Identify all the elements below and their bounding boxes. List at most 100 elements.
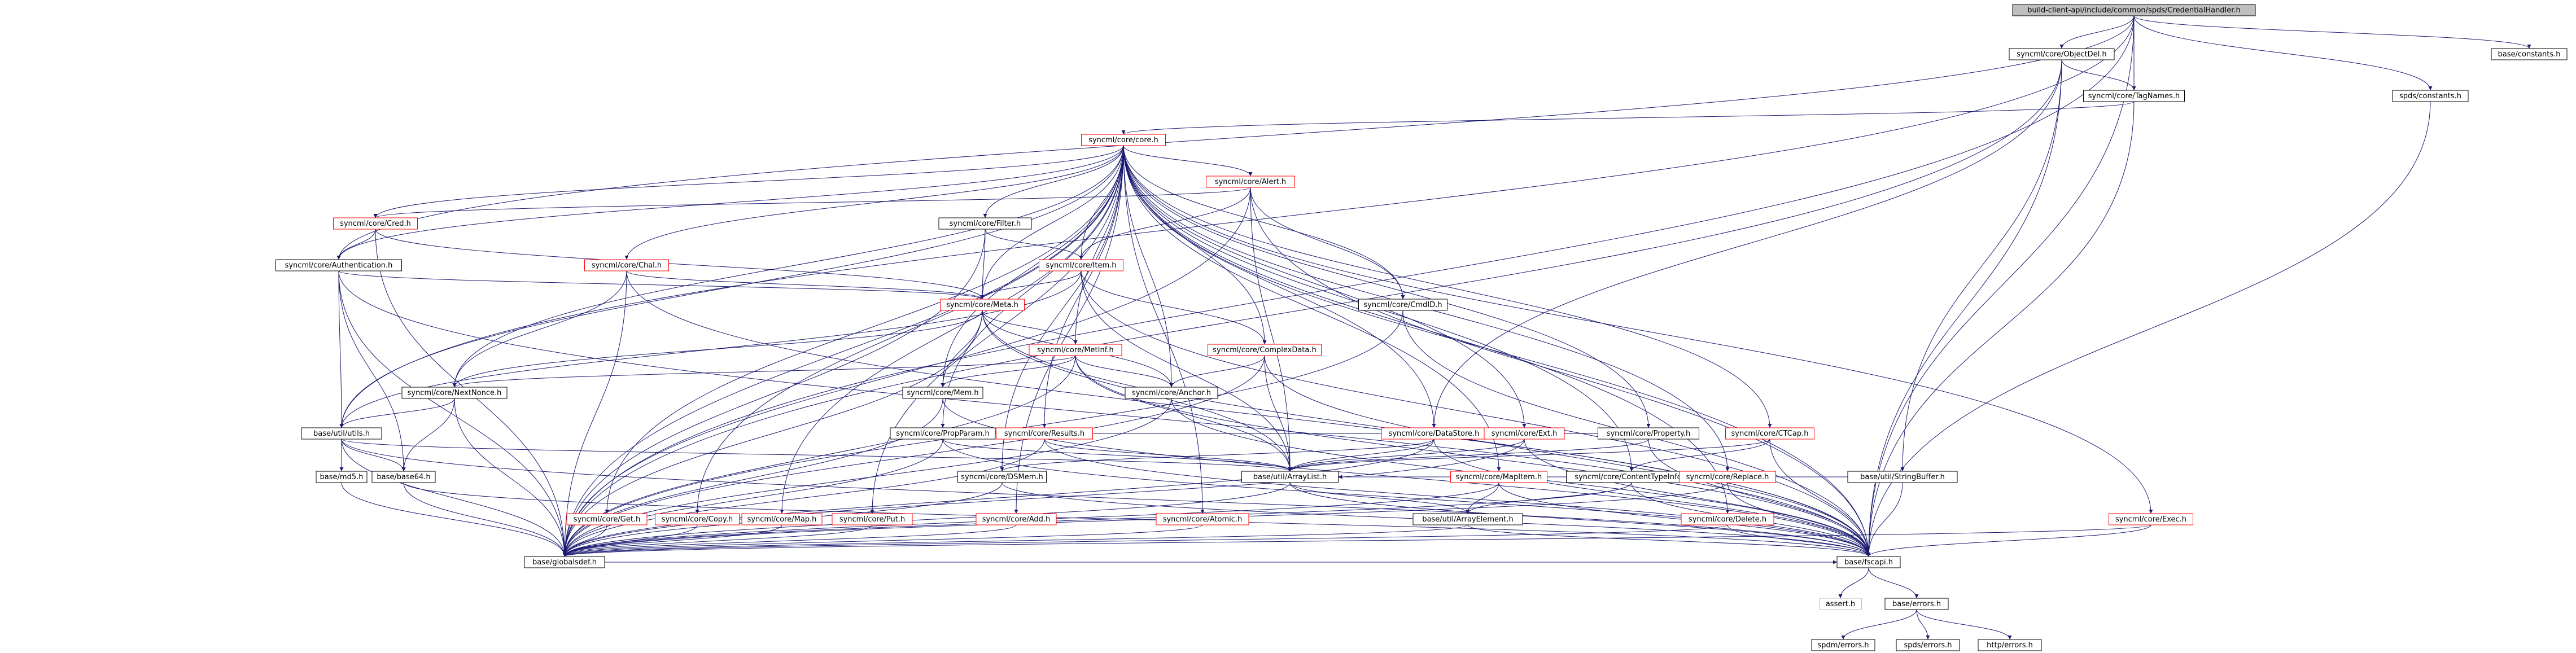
edge-filter-to-globaldef <box>562 229 986 557</box>
edge-objectdef-to-fscapi <box>1866 59 2062 557</box>
node-metinf[interactable]: syncml/core/MetInf.h <box>1029 344 1122 356</box>
node-spdsconstants[interactable]: spds/constants.h <box>2392 90 2469 102</box>
node-replace[interactable]: syncml/core/Replace.h <box>1679 471 1776 483</box>
node-box-get <box>566 513 648 525</box>
edge-core-to-datastore <box>1123 145 1436 428</box>
edge-item-to-arraylist <box>1081 270 1292 472</box>
edge-propparam-to-arraylist <box>942 439 1292 472</box>
node-datastore[interactable]: syncml/core/DataStore.h <box>1381 427 1487 440</box>
node-map[interactable]: syncml/core/Map.h <box>741 513 823 525</box>
node-objectdef[interactable]: syncml/core/ObjectDel.h <box>2009 48 2115 60</box>
node-box-objectdef <box>2009 48 2115 60</box>
edge-nextnonce-to-globaldef <box>454 398 567 557</box>
node-label-spdserrors: spds/errors.h <box>1904 641 1952 650</box>
node-box-ext <box>1484 427 1565 440</box>
node-contenttypeinfo[interactable]: syncml/core/ContentTypeInfo.h <box>1566 471 1697 483</box>
node-baseerrors[interactable]: base/errors.h <box>1884 598 1949 610</box>
node-label-contenttypeinfo: syncml/core/ContentTypeInfo.h <box>1575 473 1688 481</box>
node-label-ext: syncml/core/Ext.h <box>1492 430 1557 438</box>
node-put[interactable]: syncml/core/Put.h <box>832 513 913 525</box>
node-label-tagnames: syncml/core/TagNames.h <box>2088 92 2180 100</box>
node-property[interactable]: syncml/core/Property.h <box>1598 427 1699 440</box>
node-add[interactable]: syncml/core/Add.h <box>976 513 1057 525</box>
edge-root-to-fscapi <box>1866 15 2135 557</box>
node-cmdid[interactable]: syncml/core/CmdID.h <box>1358 299 1447 311</box>
node-propparam[interactable]: syncml/core/PropParam.h <box>890 427 996 440</box>
node-arrayelement[interactable]: base/util/ArrayElement.h <box>1412 513 1523 525</box>
node-ext[interactable]: syncml/core/Ext.h <box>1484 427 1565 440</box>
node-box-map <box>741 513 823 525</box>
node-anchor[interactable]: syncml/core/Anchor.h <box>1125 387 1218 399</box>
node-box-add <box>976 513 1057 525</box>
node-filter[interactable]: syncml/core/Filter.h <box>938 217 1032 230</box>
edge-results-to-arraylist <box>1044 439 1292 472</box>
node-spdserrors[interactable]: spds/errors.h <box>1896 639 1960 651</box>
node-constants[interactable]: base/constants.h <box>2491 48 2568 60</box>
node-authentication[interactable]: syncml/core/Authentication.h <box>275 259 402 271</box>
edge-copy-to-globaldef <box>562 524 698 557</box>
node-ctcap[interactable]: syncml/core/CTCap.h <box>1725 427 1814 440</box>
node-label-mem: syncml/core/Mem.h <box>907 389 978 397</box>
edge-alert-to-fscapi <box>1250 187 1871 557</box>
node-item[interactable]: syncml/core/Item.h <box>1039 259 1123 271</box>
edge-datastore-to-globaldef <box>562 439 1434 557</box>
node-exec[interactable]: syncml/core/Exec.h <box>2109 513 2193 525</box>
node-core[interactable]: syncml/core/core.h <box>1081 134 1166 146</box>
node-box-complexdata <box>1208 344 1322 356</box>
node-label-md5: base/md5.h <box>320 473 364 481</box>
node-arraylist[interactable]: base/util/ArrayList.h <box>1241 471 1339 483</box>
edge-ext-to-arraylist <box>1288 439 1525 472</box>
node-results[interactable]: syncml/core/Results.h <box>996 427 1093 440</box>
edge-item-to-fscapi <box>1081 270 1871 557</box>
node-box-nextnonce <box>401 387 508 399</box>
node-delete[interactable]: syncml/core/Delete.h <box>1681 513 1774 525</box>
node-cred[interactable]: syncml/core/Cred.h <box>333 217 418 230</box>
node-copy[interactable]: syncml/core/Copy.h <box>655 513 740 525</box>
edge-metinf-to-arraylist <box>1075 355 1292 472</box>
edge-core-to-anchor <box>1123 145 1174 388</box>
node-box-assert <box>1819 598 1862 610</box>
edge-chal-to-globaldef <box>562 270 627 557</box>
edge-add-to-globaldef <box>562 524 1017 557</box>
node-root[interactable]: build-client-api/include/common/spds/Cre… <box>2012 4 2256 16</box>
edge-complexdata-to-arraylist <box>1264 355 1292 472</box>
node-label-fscapi: base/fscapi.h <box>1844 558 1893 567</box>
node-complexdata[interactable]: syncml/core/ComplexData.h <box>1208 344 1322 356</box>
node-spdmerrors[interactable]: spdm/errors.h <box>1811 639 1875 651</box>
node-utils[interactable]: base/util/utils.h <box>301 427 382 440</box>
node-tagnames[interactable]: syncml/core/TagNames.h <box>2083 90 2185 102</box>
node-label-meta: syncml/core/Meta.h <box>946 301 1018 309</box>
node-get[interactable]: syncml/core/Get.h <box>566 513 648 525</box>
node-box-exec <box>2109 513 2193 525</box>
edge-arraylist-to-arrayelement <box>1289 482 1470 514</box>
node-box-alert <box>1206 176 1295 188</box>
edge-complexdata-to-anchor <box>1169 355 1265 388</box>
node-httperrors[interactable]: http/errors.h <box>1978 639 2042 651</box>
node-box-replace <box>1679 471 1776 483</box>
node-dsmem[interactable]: syncml/core/DSMem.h <box>957 471 1047 483</box>
node-fscapi[interactable]: base/fscapi.h <box>1836 556 1901 568</box>
node-label-metinf: syncml/core/MetInf.h <box>1037 346 1113 354</box>
node-chal[interactable]: syncml/core/Chal.h <box>584 259 669 271</box>
node-assert[interactable]: assert.h <box>1819 598 1862 610</box>
node-box-anchor <box>1125 387 1218 399</box>
node-md5[interactable]: base/md5.h <box>316 471 368 483</box>
node-mapitem[interactable]: syncml/core/MapItem.h <box>1450 471 1547 483</box>
node-box-spdsconstants <box>2392 90 2469 102</box>
node-label-dsmem: syncml/core/DSMem.h <box>961 473 1043 481</box>
node-meta[interactable]: syncml/core/Meta.h <box>940 299 1025 311</box>
node-globaldef[interactable]: base/globalsdef.h <box>524 556 605 568</box>
node-stringbuffer[interactable]: base/util/StringBuffer.h <box>1847 471 1958 483</box>
node-box-globaldef <box>524 556 605 568</box>
node-mem[interactable]: syncml/core/Mem.h <box>902 387 983 399</box>
edge-core-to-nextnonce <box>452 145 1124 388</box>
node-alert[interactable]: syncml/core/Alert.h <box>1206 176 1295 188</box>
edge-ext-to-globaldef <box>562 439 1525 557</box>
node-label-put: syncml/core/Put.h <box>839 515 905 524</box>
header-file-nodes: build-client-api/include/common/spds/Cre… <box>275 4 2568 651</box>
node-atomic[interactable]: syncml/core/Atomic.h <box>1156 513 1249 525</box>
node-nextnonce[interactable]: syncml/core/NextNonce.h <box>401 387 508 399</box>
node-label-authentication: syncml/core/Authentication.h <box>285 261 393 270</box>
node-base64[interactable]: base/base64.h <box>371 471 436 483</box>
